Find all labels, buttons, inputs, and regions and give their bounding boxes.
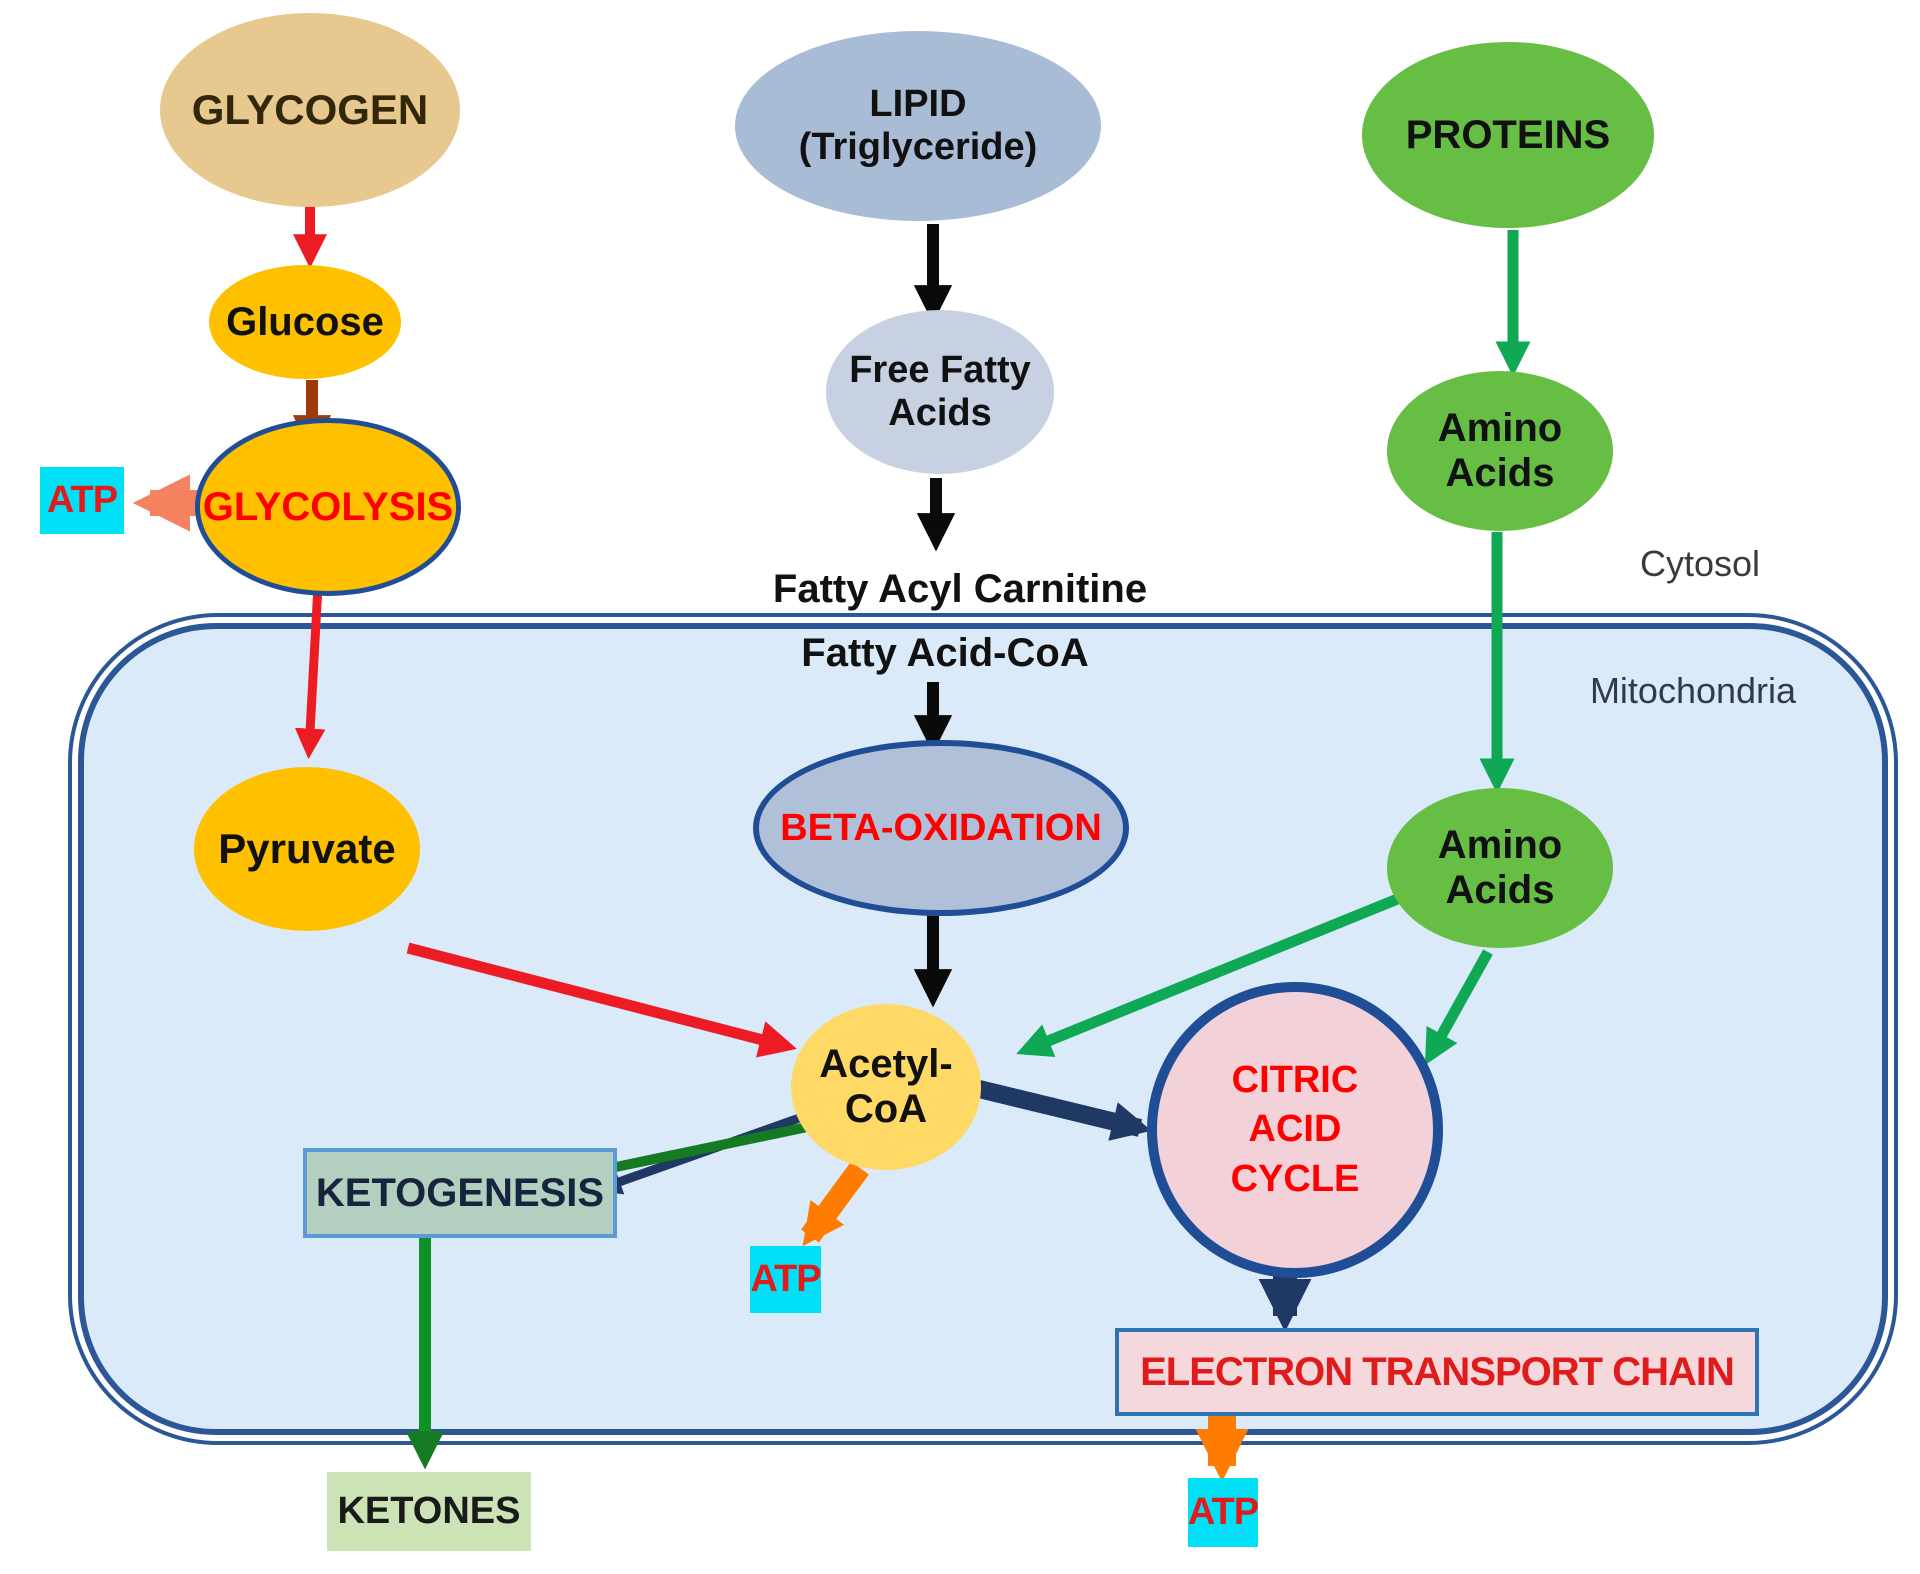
arrow-acetyl-ketogenesis-green [582,1121,814,1184]
arrow-aminoacids-citric [1424,949,1493,1066]
arrow-aminoacids-acetyl [1016,892,1403,1058]
lipid-label-line1: LIPID [869,83,967,126]
lipid-node: LIPID (Triglyceride) [735,31,1101,221]
arrow-acetyl-atp [801,1161,869,1247]
citric-acid-cycle-node: CITRIC ACID CYCLE [1147,982,1443,1278]
atp-label: ATP [750,1258,821,1301]
amino-acids-mito-line1: Amino [1437,823,1563,868]
arrow-pyruvate-acetyl [406,942,797,1058]
atp-badge-glycolysis: ATP [40,467,124,534]
acetyl-coa-line2: CoA [844,1087,928,1131]
ffa-label-line2: Acids [888,392,992,434]
ketones-node: KETONES [327,1472,531,1551]
atp-label: ATP [1187,1491,1259,1534]
citric-line2: ACID [1248,1108,1342,1151]
mitochondria-label: Mitochondria [1589,670,1797,711]
ketogenesis-node: KETOGENESIS [303,1148,617,1238]
amino-acids-cytosol-line2: Acids [1445,451,1555,495]
atp-badge-etc: ATP [1187,1478,1259,1547]
ketones-label: KETONES [337,1490,521,1533]
amino-acids-cytosol-line1: Amino [1437,406,1563,451]
glucose-node: Glucose [209,265,401,379]
citric-line1: CITRIC [1231,1058,1359,1101]
beta-oxidation-label: BETA-OXIDATION [780,806,1102,849]
glycolysis-node: GLYCOLYSIS [195,418,461,596]
amino-acids-mito-line2: Acids [1445,868,1555,912]
amino-acids-cytosol-node: Amino Acids [1387,371,1613,531]
glycogen-label: GLYCOGEN [191,86,429,134]
cytosol-label: Cytosol [1639,543,1761,584]
ffa-label-line1: Free Fatty [849,349,1031,392]
amino-acids-mito-node: Amino Acids [1387,788,1613,948]
glycogen-node: GLYCOGEN [160,13,460,207]
citric-line3: CYCLE [1230,1157,1360,1200]
proteins-node: PROTEINS [1362,42,1654,228]
acetyl-coa-node: Acetyl- CoA [791,1004,981,1170]
beta-oxidation-node: BETA-OXIDATION [753,740,1129,916]
lipid-label-line2: (Triglyceride) [798,126,1038,168]
glycolysis-label: GLYCOLYSIS [202,484,454,529]
fatty-acid-coa-label: Fatty Acid-CoA [801,630,1089,675]
pyruvate-label: Pyruvate [218,825,396,873]
atp-badge-acetyl: ATP [750,1246,822,1313]
proteins-label: PROTEINS [1405,112,1611,157]
glucose-label: Glucose [226,299,384,344]
arrow-acetyl-citric [972,1079,1152,1141]
etc-label: ELECTRON TRANSPORT CHAIN [1140,1349,1735,1394]
pyruvate-node: Pyruvate [194,767,420,931]
ketogenesis-label: KETOGENESIS [315,1170,605,1215]
arrow-glycolysis-pyruvate [294,585,326,760]
fatty-acyl-carnitine-label: Fatty Acyl Carnitine [772,566,1148,611]
electron-transport-chain-node: ELECTRON TRANSPORT CHAIN [1115,1328,1759,1416]
atp-label: ATP [46,479,118,522]
acetyl-coa-line1: Acetyl- [819,1042,953,1087]
free-fatty-acids-node: Free Fatty Acids [826,310,1054,474]
